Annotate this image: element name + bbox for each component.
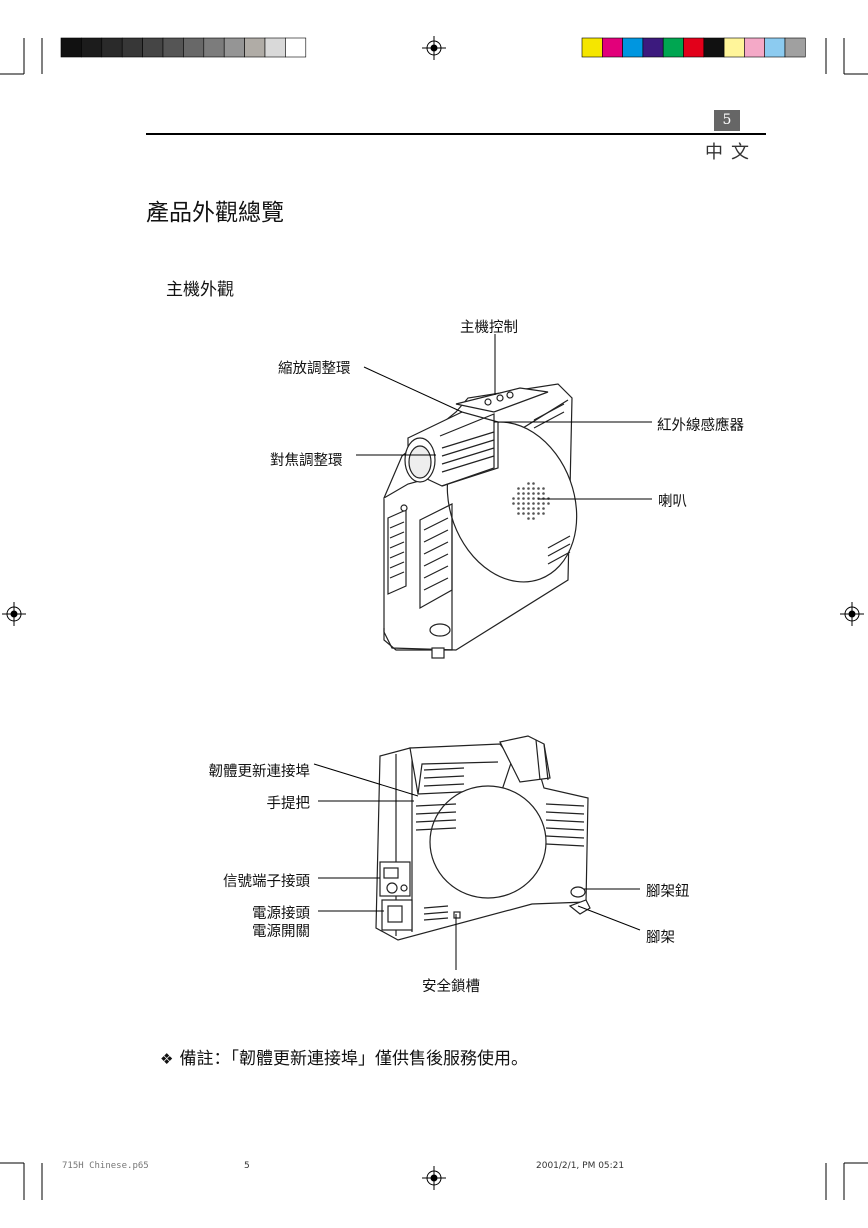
speaker-hole	[527, 517, 530, 520]
speaker-hole	[537, 507, 540, 510]
note-bullet-icon: ❖	[160, 1050, 174, 1068]
speaker-hole	[532, 492, 535, 495]
gray-bar-swatch	[162, 37, 184, 58]
footer-datetime: 2001/2/1, PM 05:21	[536, 1161, 625, 1171]
speaker-hole	[517, 497, 520, 500]
speaker-hole	[542, 492, 545, 495]
footer-filename: 715H Chinese.p65	[62, 1161, 149, 1171]
speaker-hole	[522, 507, 525, 510]
note: ❖ 備註：「韌體更新連接埠」僅供售後服務使用。	[160, 1044, 528, 1069]
section-heading: 主機外觀	[166, 280, 234, 300]
speaker-hole	[537, 512, 540, 515]
crop-marks	[0, 38, 868, 1200]
registration-mark-right	[840, 602, 864, 626]
note-text: 備註：「韌體更新連接埠」僅供售後服務使用。	[179, 1049, 528, 1069]
speaker-hole	[532, 497, 535, 500]
speaker-hole	[517, 492, 520, 495]
label-speaker: 喇叭	[658, 494, 687, 510]
speaker-hole	[532, 512, 535, 515]
gray-bar-swatch	[285, 37, 307, 58]
speaker-hole	[522, 512, 525, 515]
speaker-hole	[537, 487, 540, 490]
speaker-hole	[542, 502, 545, 505]
gray-bar-swatch	[142, 37, 164, 58]
gray-bar-swatch	[183, 37, 205, 58]
speaker-hole	[527, 512, 530, 515]
color-bar-swatch	[784, 37, 806, 58]
color-bar-swatch	[703, 37, 725, 58]
color-bar-swatch	[642, 37, 664, 58]
speaker-hole	[532, 517, 535, 520]
page-title: 產品外觀總覽	[146, 200, 284, 226]
color-bar-swatch	[723, 37, 745, 58]
label-handle: 手提把	[266, 796, 311, 812]
speaker-hole	[522, 497, 525, 500]
speaker-hole	[527, 497, 530, 500]
gray-bar-swatch	[81, 37, 103, 58]
gray-bar-swatch	[60, 37, 82, 58]
label-foot-button: 腳架鈕	[646, 884, 690, 900]
color-bar-swatch	[581, 37, 603, 58]
speaker-hole	[522, 502, 525, 505]
speaker-hole	[527, 507, 530, 510]
color-bar-swatch	[622, 37, 644, 58]
gray-bar-swatch	[101, 37, 123, 58]
label-control-panel: 主機控制	[460, 320, 518, 336]
color-bar-swatch	[764, 37, 786, 58]
label-firmware-port: 韌體更新連接埠	[208, 764, 311, 780]
label-security-slot: 安全鎖槽	[422, 979, 480, 995]
speaker-hole	[517, 487, 520, 490]
label-signal-terminals: 信號端子接頭	[223, 874, 310, 890]
speaker-hole	[537, 492, 540, 495]
speaker-hole	[532, 482, 535, 485]
speaker-hole	[542, 512, 545, 515]
speaker-hole	[532, 487, 535, 490]
label-power-switch: 電源開關	[252, 924, 310, 940]
color-bar-swatch	[601, 37, 623, 58]
registration-mark-top	[422, 36, 446, 60]
speaker-hole	[527, 482, 530, 485]
label-ir-receiver: 紅外線感應器	[657, 418, 744, 434]
speaker-hole	[522, 487, 525, 490]
projector-rear-illustration	[375, 735, 591, 941]
speaker-hole	[517, 512, 520, 515]
gray-bar-swatch	[223, 37, 245, 58]
label-power-connector: 電源接頭	[252, 906, 310, 922]
gray-bar-swatch	[264, 37, 286, 58]
speaker-hole	[532, 507, 535, 510]
gray-bar-swatch	[244, 37, 266, 58]
speaker-hole	[527, 487, 530, 490]
label-zoom-ring: 縮放調整環	[278, 361, 351, 377]
speaker-hole	[522, 492, 525, 495]
registration-mark-left	[2, 602, 26, 626]
speaker-hole	[512, 502, 515, 505]
front-leader-lines	[356, 334, 652, 500]
gray-bar-swatch	[121, 37, 143, 58]
color-calibration-bar	[581, 37, 806, 58]
speaker-hole	[547, 502, 550, 505]
rear-leader-lines	[313, 763, 641, 970]
label-foot: 腳架	[646, 930, 675, 946]
language-label: 中文	[705, 142, 757, 163]
speaker-hole	[527, 492, 530, 495]
speaker-hole	[542, 487, 545, 490]
footer-page: 5	[244, 1161, 250, 1171]
color-bar-swatch	[662, 37, 684, 58]
speaker-hole	[527, 502, 530, 505]
speaker-hole	[532, 502, 535, 505]
speaker-hole	[517, 507, 520, 510]
speaker-hole	[542, 507, 545, 510]
speaker-hole	[517, 502, 520, 505]
gray-bar-swatch	[203, 37, 225, 58]
grayscale-calibration-bar	[60, 37, 307, 58]
color-bar-swatch	[683, 37, 705, 58]
label-focus-ring: 對焦調整環	[270, 453, 343, 469]
page-number-badge: 5	[714, 110, 740, 131]
projector-front-illustration	[383, 383, 578, 659]
speaker-hole	[537, 502, 540, 505]
registration-mark-bottom	[422, 1166, 446, 1190]
color-bar-swatch	[744, 37, 766, 58]
speaker-hole	[512, 497, 515, 500]
